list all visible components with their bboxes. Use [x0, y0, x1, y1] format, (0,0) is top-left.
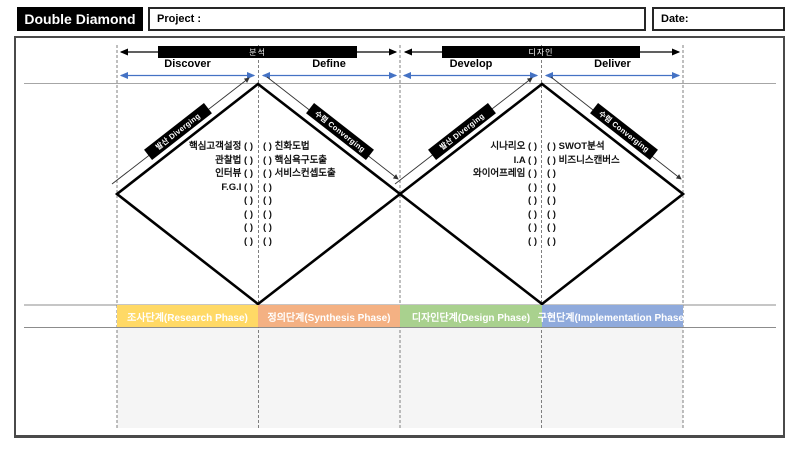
method-item: 시나리오 ( ) — [490, 141, 537, 152]
page-title: Double Diamond — [17, 7, 143, 31]
method-item: ( ) — [547, 208, 556, 220]
method-item: ( ) — [244, 208, 253, 220]
method-item: ( ) — [244, 195, 253, 206]
method-item: ( ) — [547, 195, 556, 206]
diamond2-right-method-list: ( ) SWOT분석 ( ) 비즈니스캔버스 ( ) ( ) ( ) ( ) (… — [547, 140, 680, 248]
method-item: 핵심고객설정 ( ) — [188, 141, 253, 152]
method-item: ( ) — [547, 222, 556, 233]
stage-implementation-bar: 구현단계(Implementation Phase) — [538, 305, 687, 327]
method-item: ( ) 서비스컨셉도출 — [263, 168, 336, 179]
stage-synthesis-bar: 정의단계(Synthesis Phase) — [258, 305, 400, 327]
method-item: ( ) SWOT분석 — [547, 141, 605, 152]
method-item: ( ) — [244, 235, 253, 247]
analysis-phase-bar: 분석 — [158, 46, 357, 58]
project-label: Project : — [157, 13, 202, 25]
method-item: ( ) — [528, 208, 537, 220]
method-item: ( ) — [263, 195, 272, 206]
method-item: 와이어프레임 ( ) — [472, 168, 537, 179]
analysis-phase-label: 분석 — [249, 47, 266, 57]
stage-research-bar: 조사단계(Research Phase) — [117, 305, 258, 327]
method-item: ( ) 친화도법 — [263, 141, 310, 152]
method-item: ( ) 핵심욕구도출 — [263, 154, 328, 166]
page-title-label: Double Diamond — [24, 11, 136, 27]
diamond1-right-method-list: ( ) 친화도법 ( ) 핵심욕구도출 ( ) 서비스컨셉도출 ( ) ( ) … — [263, 140, 396, 248]
method-item: ( ) — [528, 195, 537, 206]
phase-label-discover: Discover — [164, 58, 211, 70]
method-item: 관찰법 ( ) — [215, 154, 253, 166]
method-item: F.G.I ( ) — [221, 181, 253, 193]
method-item: ( ) — [528, 222, 537, 233]
stage-design-label: 디자인단계(Design Phase) — [411, 312, 531, 324]
method-item: ( ) — [547, 235, 556, 247]
stage-design-bar: 디자인단계(Design Phase) — [400, 305, 542, 327]
method-item: ( ) — [528, 181, 537, 193]
design-phase-label: 디자인 — [528, 47, 554, 57]
phase-label-define: Define — [312, 58, 346, 70]
project-field[interactable]: Project : — [148, 7, 646, 31]
method-item: ( ) — [263, 181, 272, 193]
method-item: ( ) — [244, 222, 253, 233]
stage-synthesis-label: 정의단계(Synthesis Phase) — [267, 312, 391, 324]
date-field[interactable]: Date: — [652, 7, 785, 31]
method-item: ( ) — [528, 235, 537, 247]
method-item: ( ) — [263, 208, 272, 220]
method-item: 인터뷰 ( ) — [215, 168, 253, 179]
stage-research-label: 조사단계(Research Phase) — [127, 312, 248, 324]
phase-label-deliver: Deliver — [594, 58, 631, 70]
method-item: ( ) — [547, 181, 556, 193]
method-item: ( ) 비즈니스캔버스 — [547, 154, 620, 166]
method-item: ( ) — [547, 168, 556, 179]
phase-label-develop: Develop — [449, 58, 493, 70]
diamond1-left-method-list: 핵심고객설정 ( ) 관찰법 ( ) 인터뷰 ( ) F.G.I ( ) ( )… — [120, 140, 253, 248]
notes-gray-area — [117, 328, 683, 428]
design-phase-bar: 디자인 — [442, 46, 640, 58]
diamond2-left-method-list: 시나리오 ( ) I.A ( ) 와이어프레임 ( ) ( ) ( ) ( ) … — [404, 140, 537, 248]
date-label: Date: — [661, 13, 689, 25]
method-item: I.A ( ) — [513, 154, 537, 166]
stage-implementation-label: 구현단계(Implementation Phase) — [537, 312, 688, 324]
method-item: ( ) — [263, 222, 272, 233]
method-item: ( ) — [263, 235, 272, 247]
